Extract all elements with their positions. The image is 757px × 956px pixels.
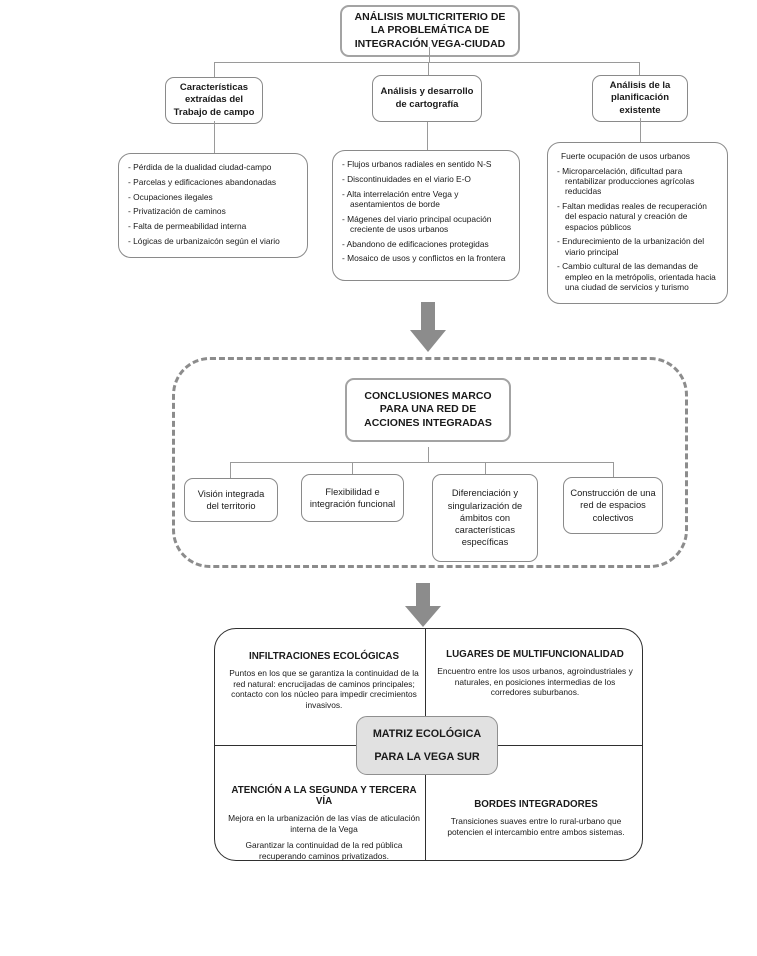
conclusions-dashed-frame (172, 357, 688, 568)
fieldwork-list-item: Ocupaciones ilegales (128, 192, 298, 202)
connector-fieldwork-list (214, 121, 216, 153)
child-differentiation-box: Diferenciación y singularización de ámbi… (432, 474, 538, 562)
matrix-center-line2: PARA LA VEGA SUR (374, 751, 480, 763)
planning-list-box: Fuerte ocupación de usos urbanos Micropa… (547, 142, 728, 304)
branch-fieldwork-box: Características extraídas del Trabajo de… (165, 77, 263, 125)
quadrant-lugares-title: LUGARES DE MULTIFUNCIONALIDAD (446, 649, 624, 660)
planning-lead-line: Fuerte ocupación de usos urbanos (561, 151, 690, 161)
cartography-list-item: Discontinuidades en el viario E-O (342, 174, 510, 184)
cartography-list-item: Flujos urbanos radiales en sentido N-S (342, 159, 510, 169)
connector-child3-drop (485, 462, 487, 475)
quadrant-bordes-title: BORDES INTEGRADORES (474, 799, 598, 810)
child-flexibility-box: Flexibilidad e integración funcional (301, 474, 404, 522)
cartography-list-item: Mágenes del viario principal ocupación c… (342, 214, 510, 235)
branch-cartography-label: Análisis y desarrollo de cartografía (380, 86, 474, 110)
down-arrow-icon (405, 583, 441, 627)
cartography-list-item: Alta interrelación entre Vega y asentami… (342, 189, 510, 210)
branch-planning-box: Análisis de la planificación existente (592, 75, 688, 123)
planning-list: Microparcelación, dificultad para rentab… (557, 166, 718, 292)
conclusions-title-box: CONCLUSIONES MARCO PARA UNA RED DE ACCIO… (345, 378, 511, 442)
connector-branch-bar (214, 62, 640, 64)
matrix-center-line1: MATRIZ ECOLÓGICA (372, 728, 482, 740)
fieldwork-list-item: Parcelas y edificaciones abandonadas (128, 177, 298, 187)
quadrant-paragraph: Garantizar la continuidad de la red públ… (245, 840, 403, 861)
quadrant-lugares: LUGARES DE MULTIFUNCIONALIDAD Encuentro … (435, 649, 635, 704)
child-network-label: Construcción de una red de espacios cole… (570, 488, 656, 523)
down-arrow-icon (410, 302, 446, 352)
planning-list-item: Microparcelación, dificultad para rentab… (557, 166, 718, 197)
quadrant-lugares-body: Encuentro entre los usos urbanos, agroin… (435, 666, 635, 698)
quadrant-paragraph: Puntos en los que se garantiza la contin… (229, 668, 419, 710)
connector-cartography-list (427, 122, 429, 150)
connector-branch1-drop (214, 62, 216, 77)
branch-fieldwork-label: Características extraídas del Trabajo de… (173, 82, 255, 118)
root-title: ANÁLISIS MULTICRITERIO DE LA PROBLEMÁTIC… (354, 11, 506, 50)
child-differentiation-label: Diferenciación y singularización de ámbi… (447, 488, 523, 548)
child-network-box: Construcción de una red de espacios cole… (563, 477, 663, 534)
connector-root-down (429, 47, 431, 62)
cartography-list-box: Flujos urbanos radiales en sentido N-S Di… (332, 150, 520, 281)
child-vision-label: Visión integrada del territorio (197, 488, 265, 511)
fieldwork-list-item: Lógicas de urbanizaicón según el viario (128, 236, 298, 246)
fieldwork-list-box: Pérdida de la dualidad ciudad-campoParce… (118, 153, 308, 258)
branch-cartography-box: Análisis y desarrollo de cartografía (372, 75, 482, 122)
connector-branch2-drop (428, 62, 430, 75)
quadrant-infiltraciones: INFILTRACIONES ECOLÓGICAS Puntos en los … (225, 651, 423, 716)
cartography-list-item: Mosaico de usos y conflictos en la front… (342, 253, 510, 263)
connector-conclusions-down (428, 447, 430, 462)
connector-branch3-drop (639, 62, 641, 75)
planning-list-item: Cambio cultural de las demandas de emple… (557, 261, 718, 292)
child-vision-box: Visión integrada del territorio (184, 478, 278, 522)
connector-child4-drop (613, 462, 615, 477)
quadrant-atencion-body: Mejora en la urbanización de las vías de… (223, 813, 425, 861)
quadrant-paragraph: Transiciones suaves entre lo rural-urban… (447, 816, 625, 837)
connector-children-bar (230, 462, 613, 464)
quadrant-paragraph: Encuentro entre los usos urbanos, agroin… (437, 666, 633, 698)
matrix-center-box: MATRIZ ECOLÓGICA PARA LA VEGA SUR (356, 716, 498, 775)
quadrant-paragraph: Mejora en la urbanización de las vías de… (228, 813, 420, 834)
connector-child1-drop (230, 462, 232, 478)
quadrant-atencion-title: ATENCIÓN A LA SEGUNDA Y TERCERA VÍA (231, 785, 417, 807)
fieldwork-list-item: Privatización de caminos (128, 206, 298, 216)
planning-list-item: Faltan medidas reales de recuperación de… (557, 201, 718, 232)
fieldwork-list-item: Pérdida de la dualidad ciudad-campo (128, 162, 298, 172)
quadrant-infiltraciones-title: INFILTRACIONES ECOLÓGICAS (248, 651, 400, 662)
child-flexibility-label: Flexibilidad e integración funcional (309, 486, 396, 509)
connector-planning-list (640, 118, 642, 142)
fieldwork-list-item: Falta de permeabilidad interna (128, 221, 298, 231)
planning-list-item: Endurecimiento de la urbanización del vi… (557, 236, 718, 257)
cartography-list-item: Abandono de edificaciones protegidas (342, 239, 510, 249)
quadrant-bordes-body: Transiciones suaves entre lo rural-urban… (435, 816, 637, 837)
quadrant-atencion: ATENCIÓN A LA SEGUNDA Y TERCERA VÍA Mejo… (223, 785, 425, 867)
quadrant-bordes: BORDES INTEGRADORES Transiciones suaves … (435, 799, 637, 843)
conclusions-title: CONCLUSIONES MARCO PARA UNA RED DE ACCIO… (364, 389, 492, 429)
connector-child2-drop (352, 462, 354, 475)
matrix-container: INFILTRACIONES ECOLÓGICAS Puntos en los … (214, 628, 643, 861)
branch-planning-label: Análisis de la planificación existente (609, 80, 671, 116)
quadrant-infiltraciones-body: Puntos en los que se garantiza la contin… (225, 668, 423, 710)
